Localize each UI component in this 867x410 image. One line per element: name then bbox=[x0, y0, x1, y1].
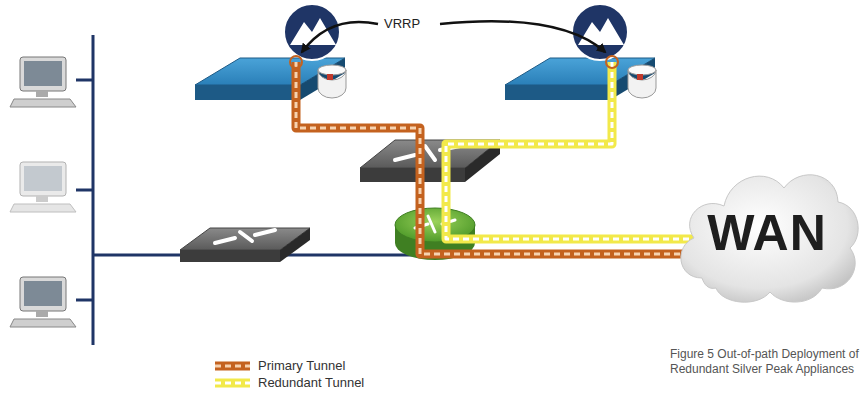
protocol-label: VRRP bbox=[384, 16, 420, 31]
lan-bus bbox=[76, 35, 440, 345]
legend-text: Redundant Tunnel bbox=[258, 375, 364, 390]
legend-samples bbox=[215, 366, 250, 383]
primary-tunnel bbox=[296, 62, 698, 254]
computer-icons bbox=[10, 57, 76, 327]
wan-cloud: WAN bbox=[672, 158, 862, 308]
legend-text: Primary Tunnel bbox=[258, 358, 345, 373]
vrrp-arrows bbox=[302, 21, 605, 52]
figure-caption: Figure 5 Out-of-path Deployment of Redun… bbox=[670, 347, 860, 377]
redundant-tunnel bbox=[446, 62, 698, 239]
cloud-label: WAN bbox=[707, 204, 827, 262]
lan-switch bbox=[180, 228, 310, 262]
appliance-right bbox=[505, 4, 656, 100]
appliance-left bbox=[195, 4, 346, 100]
